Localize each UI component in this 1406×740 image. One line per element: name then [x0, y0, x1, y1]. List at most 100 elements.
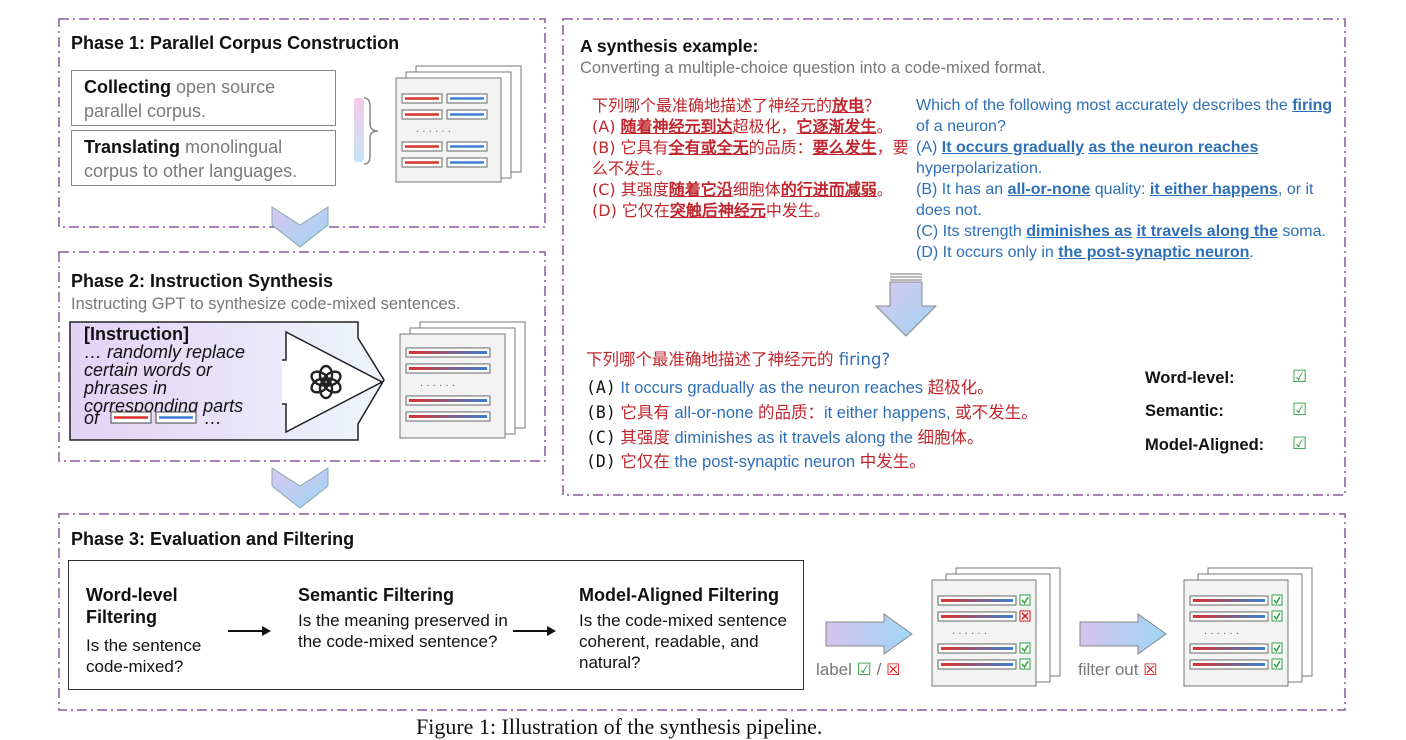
phase1-title: Phase 1: Parallel Corpus Construction: [71, 33, 400, 53]
instruction-label: [Instruction]: [84, 324, 189, 344]
en-text: (C) Its strength: [916, 223, 1022, 240]
mixed-zh: 超极化。: [927, 378, 994, 397]
zh-text: (B) 它具有: [592, 138, 669, 157]
word-level-title: Word-level Filtering: [86, 585, 178, 627]
right-arrow-icon: [513, 626, 556, 636]
svg-text:. . . . . .: . . . . . .: [952, 626, 987, 637]
model-aligned-title: Model-Aligned Filtering: [579, 585, 779, 605]
criterion-model-aligned: Model-Aligned:: [1145, 436, 1265, 454]
collecting-box: Collecting open source parallel corpus.: [71, 70, 336, 126]
instruction-arrow-head: [282, 330, 384, 434]
zh-text: (A): [592, 117, 621, 136]
label-separator: /: [876, 660, 882, 679]
zh-question-block: 下列哪个最准确地描述了神经元的放电？ (A) 随着神经元到达超极化，它逐渐发生。…: [592, 95, 912, 221]
mixed-zh: 细胞体。: [917, 428, 984, 447]
mixed-en: the post-synaptic neuron: [674, 453, 856, 471]
down-arrow-icon: [874, 273, 938, 337]
openai-logo-icon: [310, 364, 342, 400]
translating-box: Translating monolingual corpus to other …: [71, 130, 336, 186]
mixed-en: it either happens,: [823, 404, 951, 422]
option-label: (A): [586, 378, 616, 397]
figure-caption: Figure 1: Illustration of the synthesis …: [416, 714, 823, 739]
zh-question: 下列哪个最准确地描述了神经元的: [592, 96, 833, 115]
filter-text: filter out: [1078, 660, 1139, 679]
parallel-sentence-icon: [110, 411, 197, 424]
label-arrow-icon: [825, 613, 913, 655]
label-caption: label ☑ / ☒: [816, 660, 900, 680]
en-highlight: all-or-none: [1007, 181, 1091, 198]
filtering-steps-box: [68, 560, 804, 690]
en-text: (D) It occurs only in: [916, 244, 1054, 261]
mixed-zh: 它具有: [620, 403, 670, 422]
en-text: hyperpolarization.: [916, 160, 1043, 177]
check-icon: ☑: [856, 660, 872, 679]
zh-highlight: 突触后神经元: [669, 201, 766, 220]
check-icon: ☑: [1292, 434, 1308, 453]
en-text: , or it does not.: [916, 181, 1314, 219]
instruction-text: … randomly replace certain words or phra…: [84, 342, 246, 416]
mixed-en: diminishes as it travels along the: [674, 429, 913, 447]
example-subtitle: Converting a multiple-choice question in…: [580, 59, 1046, 77]
en-highlight: as the neuron reaches: [1088, 139, 1259, 156]
zh-text: 细胞体: [732, 180, 781, 199]
en-text: (A): [916, 139, 938, 156]
cross-icon: ☒: [886, 662, 901, 679]
example-frame: [562, 18, 1346, 496]
mixed-option-b: (B) 它具有 all-or-none 的品质：it either happen…: [586, 399, 1038, 423]
en-text: soma.: [1282, 223, 1326, 240]
instruction-of: of: [84, 408, 100, 428]
check-icon: ☑: [1292, 367, 1308, 386]
filter-arrow-icon: [1079, 613, 1167, 655]
collecting-text: open source parallel corpus.: [84, 77, 276, 121]
svg-text:. . . . . .: . . . . . .: [1204, 626, 1239, 637]
mixed-zh: 下列哪个最准确地描述了神经元的: [586, 350, 834, 369]
model-aligned-question: Is the code-mixed sentence coherent, rea…: [579, 611, 787, 672]
en-text: of a neuron?: [916, 118, 1006, 135]
brace-icon: [354, 97, 379, 165]
zh-highlight: 随着它沿: [668, 180, 733, 199]
example-title: A synthesis example:: [580, 36, 759, 56]
word-level-question: Is the sentence code-mixed?: [86, 636, 202, 676]
semantic-title: Semantic Filtering: [298, 585, 455, 605]
mixed-zh: 或不发生。: [955, 403, 1038, 422]
labeled-docs-icon: . . . . . .: [931, 567, 1061, 687]
mixed-zh: 其强度: [620, 428, 670, 447]
collecting-label: Collecting: [84, 77, 172, 97]
svg-text:. . . . . .: . . . . . .: [416, 124, 451, 135]
phase2-title: Phase 2: Instruction Synthesis: [71, 271, 334, 291]
zh-text: 。: [876, 180, 893, 199]
label-text: label: [816, 660, 852, 679]
en-highlight: it travels along the: [1136, 223, 1278, 240]
en-text: (B) It has an: [916, 181, 1004, 198]
phase3-frame: [58, 513, 1346, 711]
zh-text: 超极化，: [732, 117, 797, 136]
zh-text: 。: [876, 117, 893, 136]
option-label: (B): [586, 403, 616, 422]
phase2-frame: [58, 251, 546, 462]
filtered-docs-icon: . . . . . .: [1183, 567, 1313, 687]
zh-text: (C) 其强度: [592, 180, 669, 199]
mixed-en: It occurs gradually as the neuron reache…: [620, 379, 924, 397]
check-icon: ☑: [1292, 400, 1308, 419]
zh-text: ？: [864, 96, 881, 115]
option-label: (D): [586, 452, 616, 471]
en-highlight: diminishes as: [1026, 223, 1133, 240]
zh-text: 中发生。: [765, 201, 830, 220]
option-label: (C): [586, 428, 616, 447]
mixed-option-d: (D) 它仅在 the post-synaptic neuron 中发生。: [586, 448, 926, 472]
down-chevron-icon: [271, 206, 329, 248]
zh-highlight: 要么发生: [812, 138, 877, 157]
mixed-en: firing?: [838, 350, 891, 369]
parallel-corpus-docs-icon: . . . . . .: [395, 65, 522, 183]
mixed-zh: 的品质：: [757, 403, 824, 422]
en-text: .: [1249, 244, 1254, 261]
zh-highlight: 放电: [832, 96, 865, 115]
mixed-option-a: (A) It occurs gradually as the neuron re…: [586, 374, 994, 398]
en-highlight: the post-synaptic neuron: [1058, 244, 1250, 261]
en-text: quality:: [1094, 181, 1146, 198]
en-highlight: it either happens: [1149, 181, 1278, 198]
translating-label: Translating: [84, 137, 181, 157]
en-question-block: Which of the following most accurately d…: [916, 95, 1340, 263]
zh-text: 的品质：: [748, 138, 813, 157]
down-chevron-icon: [271, 467, 329, 509]
